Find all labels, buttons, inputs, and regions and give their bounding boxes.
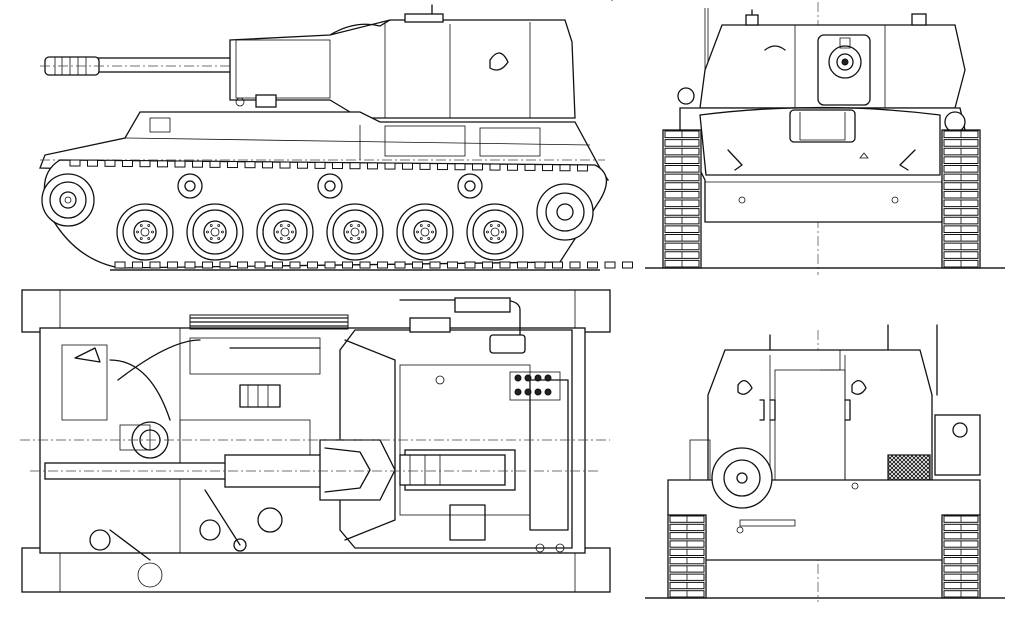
track-link <box>349 162 361 170</box>
front-superstructure <box>699 9 966 109</box>
track-link <box>534 261 546 269</box>
return-roller <box>317 173 343 199</box>
track-link <box>542 164 553 172</box>
road-wheel <box>466 203 524 261</box>
track-link <box>517 261 528 269</box>
track-link <box>569 261 581 269</box>
track-link <box>577 164 588 172</box>
front-hull <box>677 87 966 223</box>
track-link <box>604 261 616 269</box>
track-link <box>114 261 126 269</box>
road-wheel <box>116 203 174 261</box>
track-link <box>262 161 273 169</box>
track-link <box>412 261 423 269</box>
track-link <box>139 160 151 168</box>
track-link <box>507 163 518 171</box>
track-link <box>384 162 396 170</box>
track-link <box>377 261 388 269</box>
road-wheel <box>396 203 454 261</box>
idler-wheel <box>536 183 594 241</box>
front-view <box>645 2 1005 275</box>
track-link <box>359 261 371 269</box>
track-link <box>104 159 116 167</box>
track-link <box>167 261 178 269</box>
track-link <box>559 164 571 172</box>
track-link <box>184 261 196 269</box>
track-link <box>552 261 563 269</box>
track-link <box>219 261 231 269</box>
road-wheels <box>116 203 524 261</box>
track-link <box>69 159 81 167</box>
track-links <box>69 159 633 269</box>
track-link <box>472 163 483 171</box>
front-track-right <box>941 129 981 269</box>
track-link <box>157 160 168 168</box>
track-link <box>332 162 343 170</box>
track-link <box>342 261 353 269</box>
track-link <box>307 261 318 269</box>
track-link <box>279 161 291 169</box>
track-link <box>244 161 256 169</box>
track-link <box>297 161 308 169</box>
track-link <box>394 261 406 269</box>
top-view <box>20 289 611 593</box>
gun-top <box>30 439 600 501</box>
road-wheel <box>256 203 314 261</box>
track-link <box>132 261 143 269</box>
track-link <box>419 162 431 170</box>
track-link <box>489 163 501 171</box>
track-link <box>122 160 133 168</box>
drive-sprocket <box>41 173 95 227</box>
track-link <box>289 261 301 269</box>
front-track-left <box>662 129 702 269</box>
track-link <box>429 261 441 269</box>
return-roller <box>177 173 203 199</box>
road-wheel <box>186 203 244 261</box>
track-link <box>237 261 248 269</box>
fenders <box>21 289 611 593</box>
side-view <box>39 4 633 271</box>
track-link <box>402 162 413 170</box>
track-link <box>482 261 493 269</box>
track-link <box>499 261 511 269</box>
track-link <box>324 261 336 269</box>
rear-track-right <box>941 514 981 599</box>
track-link <box>227 161 238 169</box>
track-link <box>622 261 633 269</box>
track-link <box>209 160 221 168</box>
return-roller <box>457 173 483 199</box>
road-wheel <box>326 203 384 261</box>
track-link <box>454 163 466 171</box>
track-link <box>314 161 326 169</box>
track-link <box>254 261 266 269</box>
track-link <box>587 261 598 269</box>
ammo-rack <box>514 374 552 396</box>
rear-track-left <box>667 514 707 599</box>
casemate <box>229 4 576 119</box>
track-link <box>192 160 203 168</box>
track-link <box>437 163 448 171</box>
track-link <box>202 261 213 269</box>
track-link <box>524 163 536 171</box>
track-link <box>447 261 458 269</box>
track-link <box>149 261 161 269</box>
return-rollers <box>177 173 483 199</box>
track-link <box>87 159 98 167</box>
track-link <box>174 160 186 168</box>
track-link <box>272 261 283 269</box>
track-link <box>464 261 476 269</box>
casemate-top <box>339 297 573 553</box>
rear-view <box>645 324 1005 602</box>
track-link <box>367 162 378 170</box>
